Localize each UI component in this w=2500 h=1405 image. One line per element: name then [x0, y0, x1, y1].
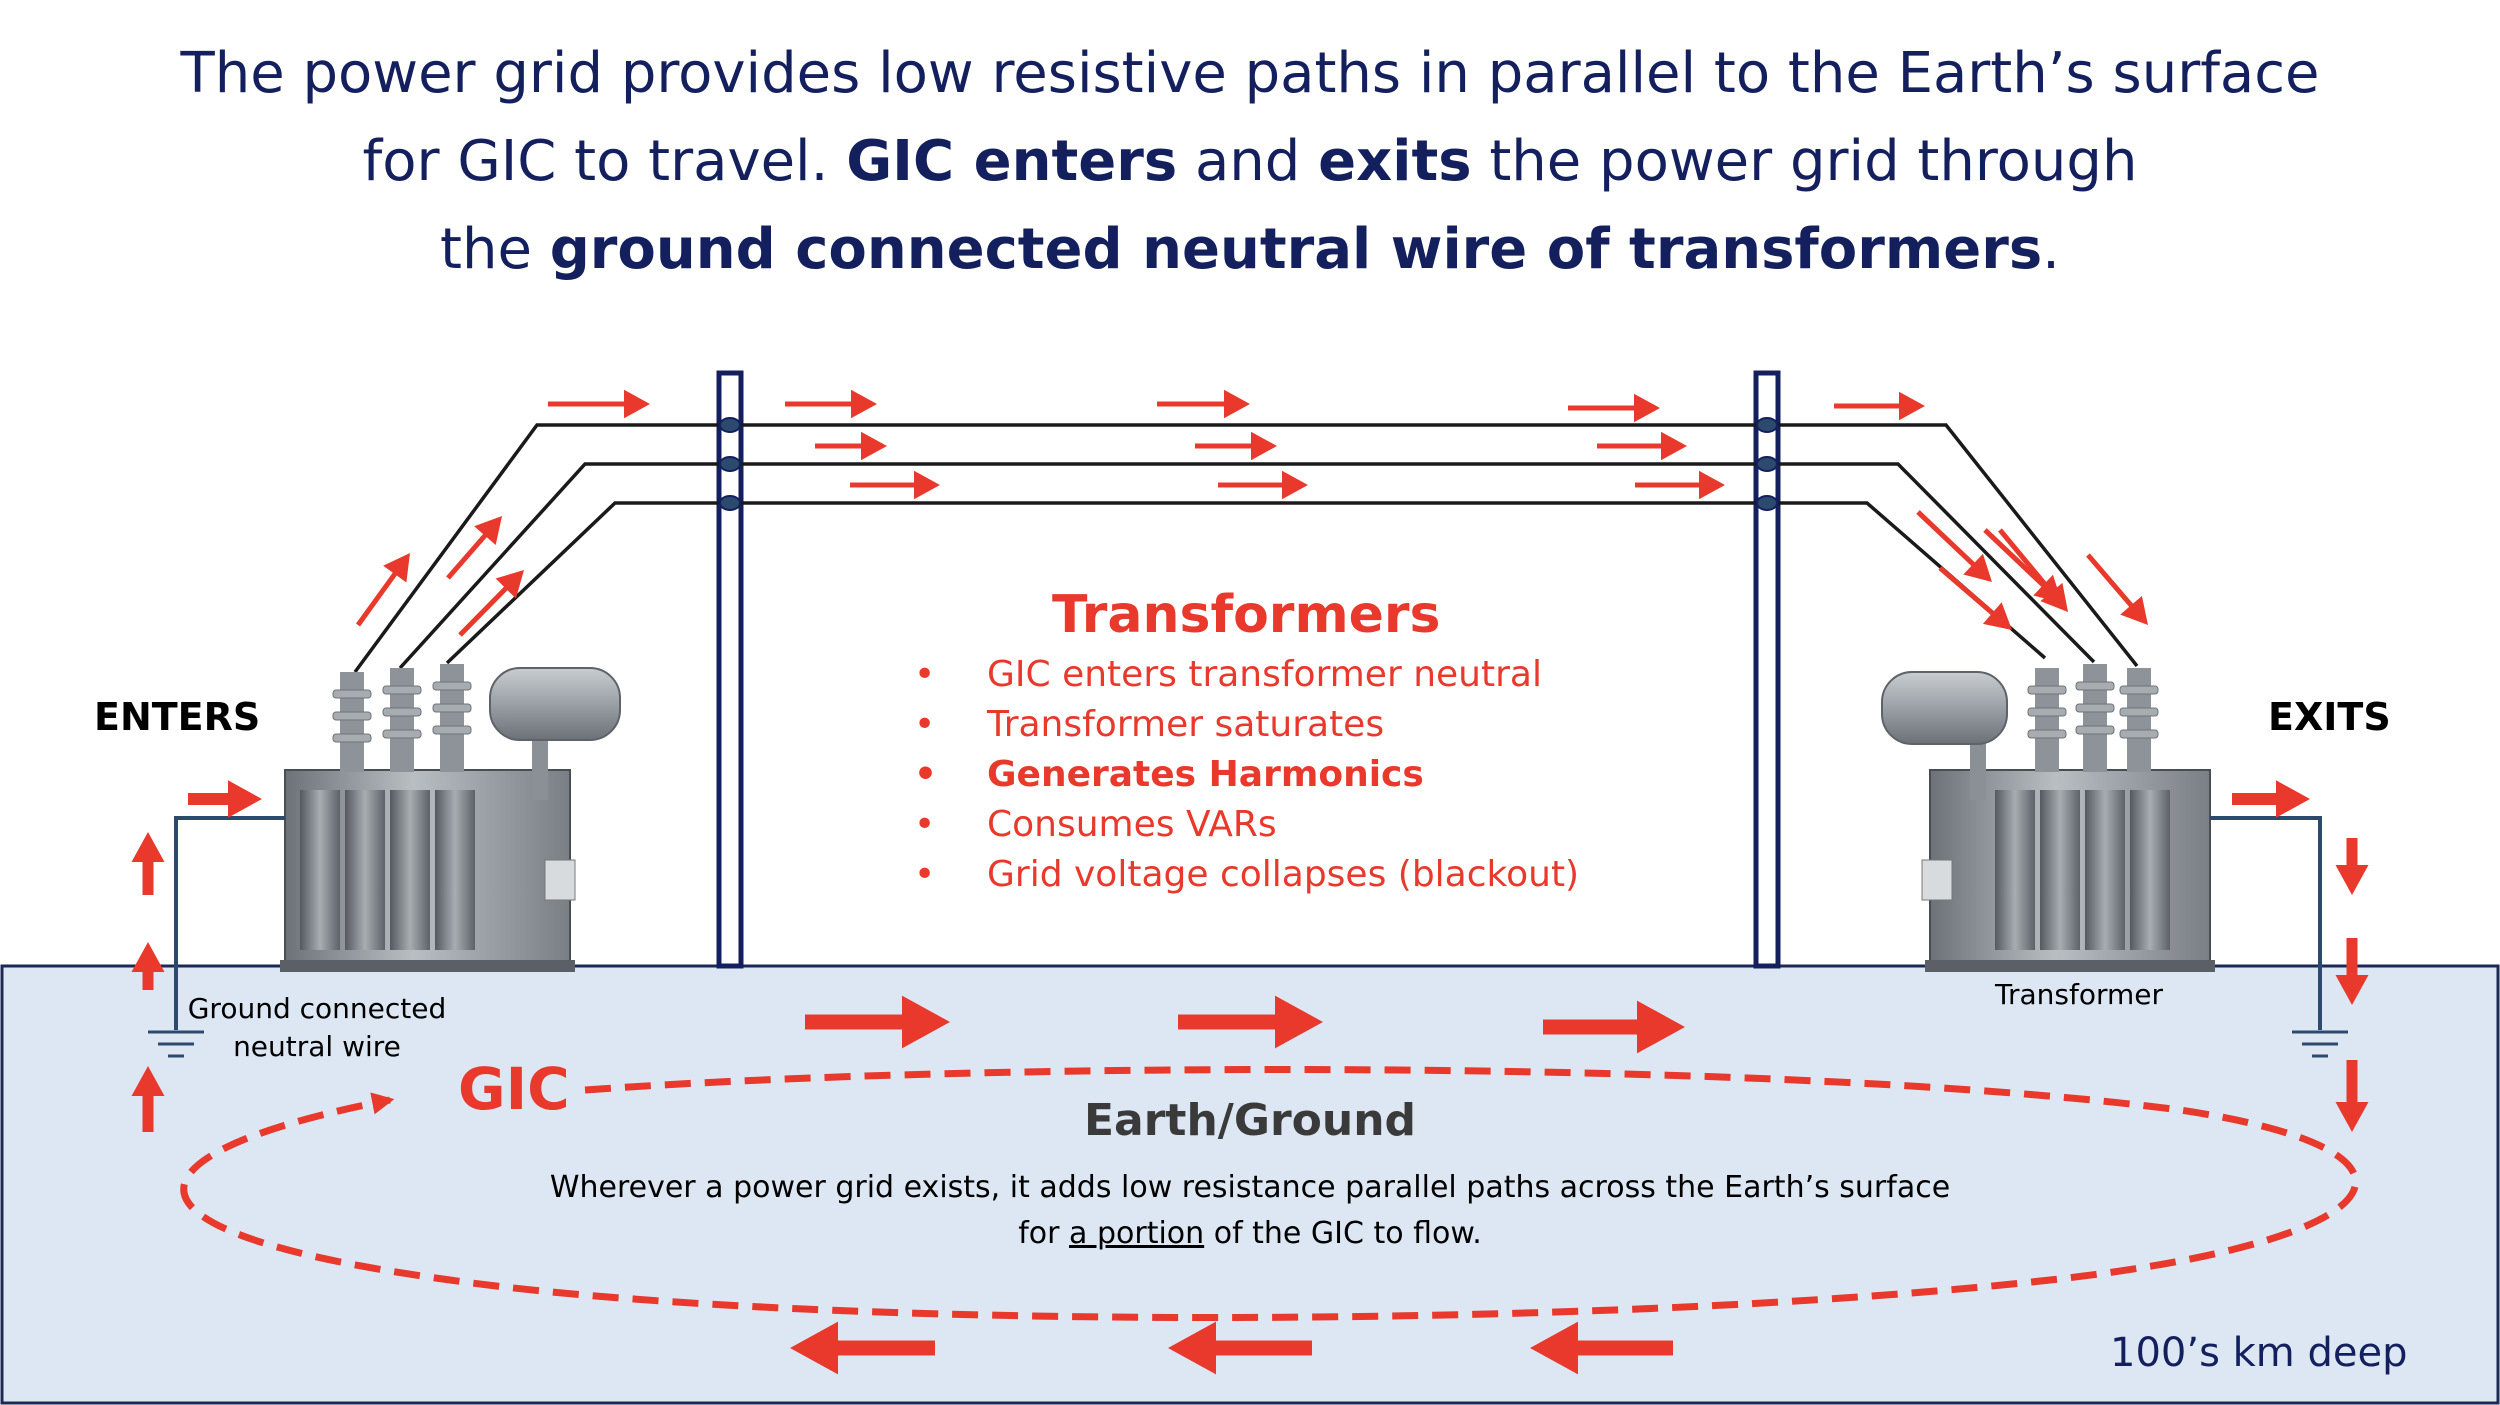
transmission-wire-1	[353, 423, 2139, 674]
wire-current-arrow	[1568, 393, 1660, 423]
earth-description: Wherever a power grid exists, it adds lo…	[0, 1165, 2500, 1257]
transformers-title: Transformers	[1052, 585, 1441, 645]
earth-flow-arrow	[1543, 1000, 1685, 1054]
wire-current-arrow	[1998, 528, 2068, 612]
wire-current-arrow	[1916, 510, 1992, 582]
effect-item: •Generates Harmonics	[914, 754, 1424, 795]
earth-return-arrow	[1530, 1321, 1673, 1375]
ground-wire-label-line-2: neutral wire	[233, 1030, 401, 1063]
wire-current-arrow	[1834, 391, 1925, 421]
depth-label: 100’s km deep	[2110, 1330, 2408, 1376]
ground-up-arrow	[131, 832, 165, 895]
pylon-insulators	[719, 417, 1778, 511]
earth-return-arrow	[1168, 1321, 1312, 1375]
ground-down-arrow	[2335, 938, 2369, 1005]
pylon-right	[1753, 370, 1781, 969]
enter-arrow	[188, 780, 262, 818]
headline-line-1: The power grid provides low resistive pa…	[180, 41, 2320, 106]
wire-current-arrow	[548, 389, 650, 419]
wire-current-arrow	[1157, 389, 1250, 419]
earth-ground-region	[0, 964, 2500, 1405]
earth-ground-title: Earth/Ground	[1083, 1095, 1417, 1146]
ground-down-arrow	[2335, 1060, 2369, 1132]
headline-emphasis-enters: GIC enters	[846, 129, 1178, 194]
headline-text: for GIC to travel.	[362, 129, 847, 194]
ground-up-arrow	[131, 942, 165, 990]
wire-current-arrow	[2086, 553, 2148, 625]
wire-current-arrow	[1195, 431, 1277, 461]
transformers-box: Transformers •GIC enters transformer neu…	[900, 580, 1600, 900]
wire-current-arrow	[850, 470, 940, 500]
ground-wire-label-line-1: Ground connected	[187, 992, 447, 1025]
exits-label: EXITS	[2268, 695, 2391, 739]
transformer-right	[1881, 664, 2215, 972]
neutral-wire-right	[2210, 816, 2322, 1030]
pylon-left	[716, 370, 744, 969]
neutral-wire-left	[174, 816, 285, 1030]
exit-arrow	[2232, 780, 2310, 818]
wire-current-arrow	[1938, 566, 2012, 630]
effect-item: •Consumes VARs	[914, 804, 1277, 845]
earth-description-line-2: for a portion of the GIC to flow.	[1018, 1216, 1482, 1251]
headline: The power grid provides low resistive pa…	[0, 30, 2500, 294]
ground-connected-neutral-wire-label: Ground connected neutral wire	[172, 990, 462, 1066]
wire-current-arrow	[1635, 470, 1725, 500]
headline-text: .	[2042, 217, 2060, 282]
wire-current-arrow	[446, 516, 502, 580]
wire-current-arrow	[785, 389, 877, 419]
headline-line-2: for GIC to travel. GIC enters and exits …	[0, 118, 2500, 206]
headline-text: the power grid through	[1471, 129, 2138, 194]
transformer-label: Transformer	[1995, 978, 2164, 1011]
wire-current-arrow	[355, 553, 410, 627]
earth-flow-arrow	[805, 995, 950, 1049]
earth-flow-arrow	[1178, 995, 1323, 1049]
ground-symbol-right-icon	[2292, 1030, 2348, 1058]
ground-symbol-left-icon	[148, 1030, 204, 1058]
transformer-left	[280, 664, 621, 972]
gic-loop-path	[180, 1066, 2360, 1321]
wire-current-arrow	[815, 431, 887, 461]
headline-text: and	[1177, 129, 1319, 194]
ground-up-arrow	[131, 1066, 165, 1132]
gic-flow-arrows	[131, 389, 2369, 1375]
effect-item: •Grid voltage collapses (blackout)	[914, 854, 1580, 895]
effect-item: •Transformer saturates	[914, 704, 1385, 745]
earth-return-arrow	[790, 1321, 935, 1375]
headline-emphasis-exits: exits	[1318, 129, 1472, 194]
transmission-wire-2	[398, 462, 2096, 670]
headline-emphasis-neutral: ground connected neutral wire of transfo…	[549, 217, 2043, 282]
earth-description-line-1: Wherever a power grid exists, it adds lo…	[549, 1170, 1951, 1205]
headline-text: the	[440, 217, 550, 282]
wire-current-arrow	[1218, 470, 1308, 500]
enters-label: ENTERS	[94, 695, 261, 739]
wire-current-arrow	[458, 570, 524, 637]
gic-label: GIC	[458, 1055, 570, 1123]
effect-item: •GIC enters transformer neutral	[914, 654, 1542, 695]
ground-down-arrow	[2335, 838, 2369, 895]
transformers-effects-list: •GIC enters transformer neutral •Transfo…	[900, 650, 1600, 900]
headline-line-3: the ground connected neutral wire of tra…	[0, 206, 2500, 294]
wire-current-arrow	[1597, 431, 1687, 461]
